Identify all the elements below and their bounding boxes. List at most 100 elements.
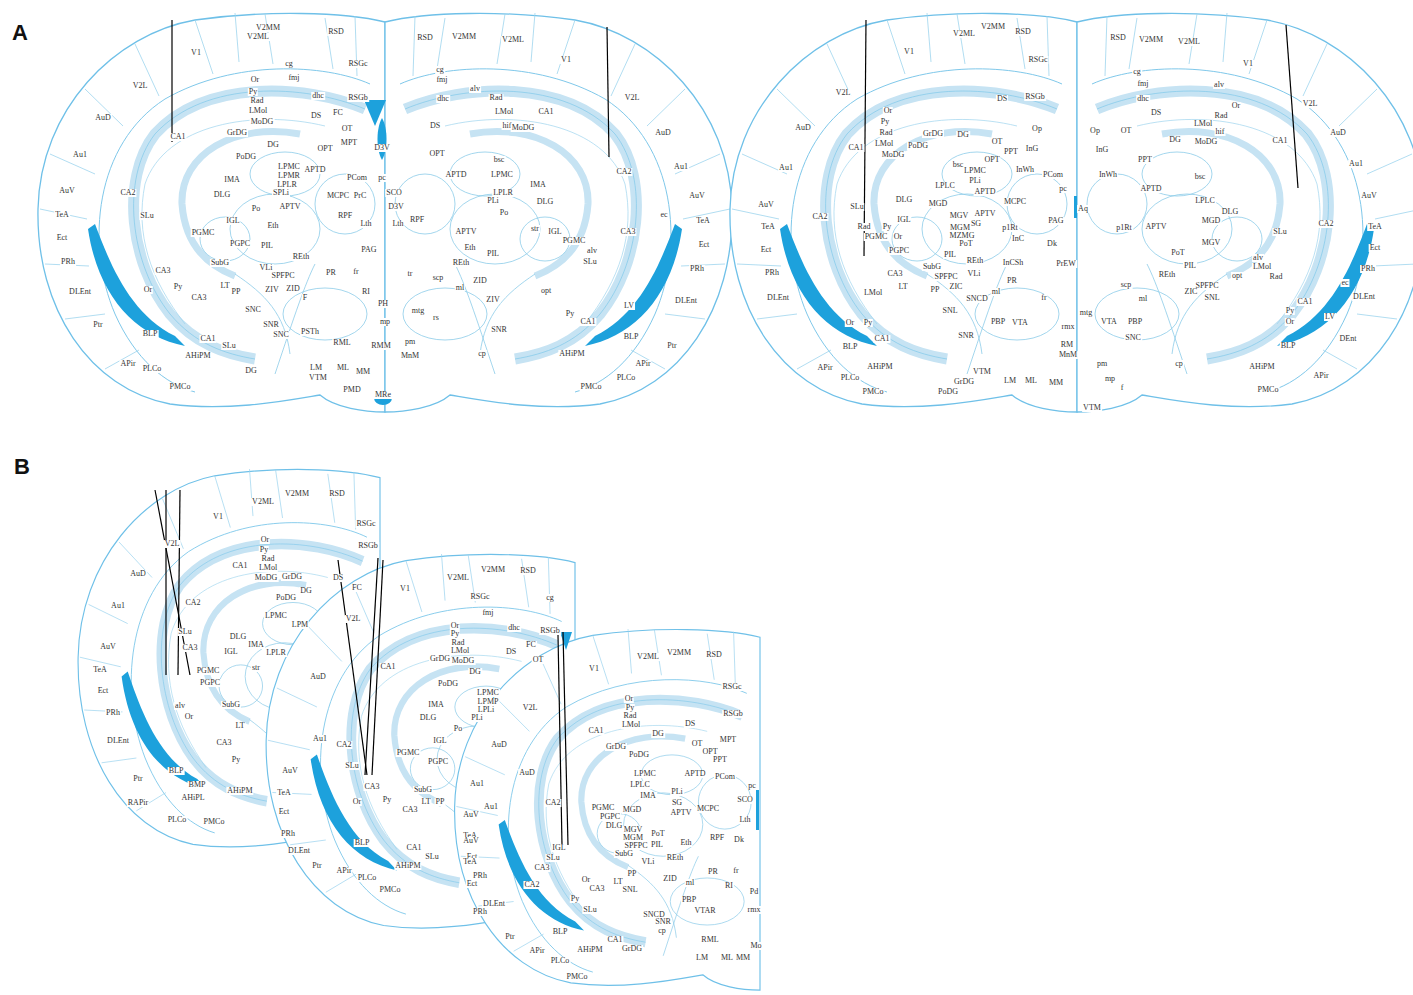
region-label: ML — [720, 954, 734, 962]
region-label: DG — [956, 131, 970, 139]
region-label: MoDG — [511, 124, 536, 132]
region-label: RML — [700, 936, 719, 944]
region-label: opt — [1231, 272, 1243, 280]
region-label: dhc — [507, 624, 521, 632]
region-label: Ptr — [92, 321, 103, 329]
region-label: CA2 — [335, 741, 352, 749]
region-label: CA1 — [847, 144, 864, 152]
region-label: V2L — [624, 94, 641, 102]
region-label: pc — [377, 174, 387, 182]
region-label: Eth — [463, 244, 476, 252]
region-label: ZID — [285, 285, 300, 293]
region-label: APir — [119, 360, 136, 368]
region-label: PMCo — [862, 388, 885, 396]
region-label: REth — [292, 253, 310, 261]
region-label: MGV — [1201, 239, 1222, 247]
region-label: PMCo — [580, 383, 603, 391]
region-label: rmx — [747, 906, 762, 914]
region-label: scp — [432, 274, 445, 282]
region-label: CA1 — [169, 133, 186, 141]
region-label: PMCo — [566, 973, 589, 981]
region-label: mtg — [411, 307, 425, 315]
region-label: PBP — [990, 318, 1006, 326]
region-label: DLEnt — [766, 294, 790, 302]
region-label: PGPC — [229, 240, 251, 248]
region-label: CA2 — [119, 189, 136, 197]
region-label: RSGc — [347, 60, 368, 68]
region-label: SLu — [344, 762, 359, 770]
region-label: Po — [453, 725, 463, 733]
region-label: DG — [266, 141, 280, 149]
region-label: APir — [634, 360, 651, 368]
region-label: CA1 — [379, 663, 396, 671]
region-label: MRe — [374, 391, 392, 399]
region-label: SNL — [1203, 294, 1220, 302]
region-label: PGPC — [199, 679, 221, 687]
region-label: SPFPC — [270, 272, 295, 280]
region-label: V2MM — [480, 566, 506, 574]
region-label: MGD — [1201, 217, 1222, 225]
region-label: PCom — [346, 174, 368, 182]
region-label: Py — [231, 756, 241, 764]
region-label: V2MM — [255, 24, 281, 32]
region-label: InWh — [1098, 171, 1118, 179]
region-label: LMol — [258, 564, 278, 572]
probe-track — [155, 20, 1298, 845]
region-label: V2L — [345, 615, 362, 623]
region-label: RSGc — [721, 683, 742, 691]
region-label: DLEnt — [482, 900, 506, 908]
region-label: Rad — [250, 97, 265, 105]
region-label: DS — [684, 720, 696, 728]
region-label: LPLC — [1194, 197, 1216, 205]
region-label: MGV — [949, 212, 970, 220]
region-label: PoT — [650, 830, 665, 838]
region-label: APTV — [1145, 223, 1168, 231]
region-label: LMol — [1252, 263, 1272, 271]
region-label: opt — [540, 287, 552, 295]
region-label: SNR — [490, 326, 508, 334]
region-label: RSGb — [539, 627, 561, 635]
region-label: CA1 — [587, 727, 604, 735]
region-label: DLEnt — [68, 288, 92, 296]
region-label: CA3 — [588, 885, 605, 893]
region-label: TeA — [92, 666, 108, 674]
region-label: SLu — [582, 906, 597, 914]
region-label: V2ML — [636, 653, 660, 661]
region-label: MCPC — [1003, 198, 1027, 206]
region-label: MM — [355, 368, 371, 376]
region-label: AuV — [1360, 192, 1378, 200]
region-label: SG — [671, 799, 683, 807]
region-label: Or — [352, 798, 362, 806]
region-label: mtg — [1079, 309, 1093, 317]
region-label: RSGc — [469, 593, 490, 601]
region-label: PLCo — [167, 816, 188, 824]
region-label: PGMC — [591, 804, 616, 812]
region-label: PIL — [260, 242, 274, 250]
region-label: GrDG — [953, 378, 975, 386]
region-label: Ptr — [504, 933, 515, 941]
region-label: MCPC — [326, 192, 350, 200]
region-label: D3V — [387, 203, 405, 211]
region-label: PLCo — [550, 957, 571, 965]
region-label: AuV — [58, 187, 76, 195]
region-label: V2MM — [451, 33, 477, 41]
region-label: CA3 — [619, 228, 636, 236]
region-label: PRh — [764, 269, 780, 277]
region-label: LT — [612, 878, 623, 886]
region-label: CA2 — [523, 881, 540, 889]
region-label: PAG — [1047, 217, 1064, 225]
region-label: Au1 — [469, 780, 485, 788]
region-label: Ptr — [311, 862, 322, 870]
ventricle — [756, 790, 759, 830]
region-label: InWh — [1015, 166, 1035, 174]
region-label: V2L — [1302, 100, 1319, 108]
region-label: Au1 — [778, 164, 794, 172]
region-label: PP — [627, 870, 638, 878]
region-label: PrC — [353, 192, 367, 200]
region-label: SNC — [272, 331, 290, 339]
region-label: rs — [432, 314, 440, 322]
region-label: SubG — [413, 786, 433, 794]
region-label: PRh — [472, 908, 488, 916]
region-label: SLu — [424, 853, 439, 861]
